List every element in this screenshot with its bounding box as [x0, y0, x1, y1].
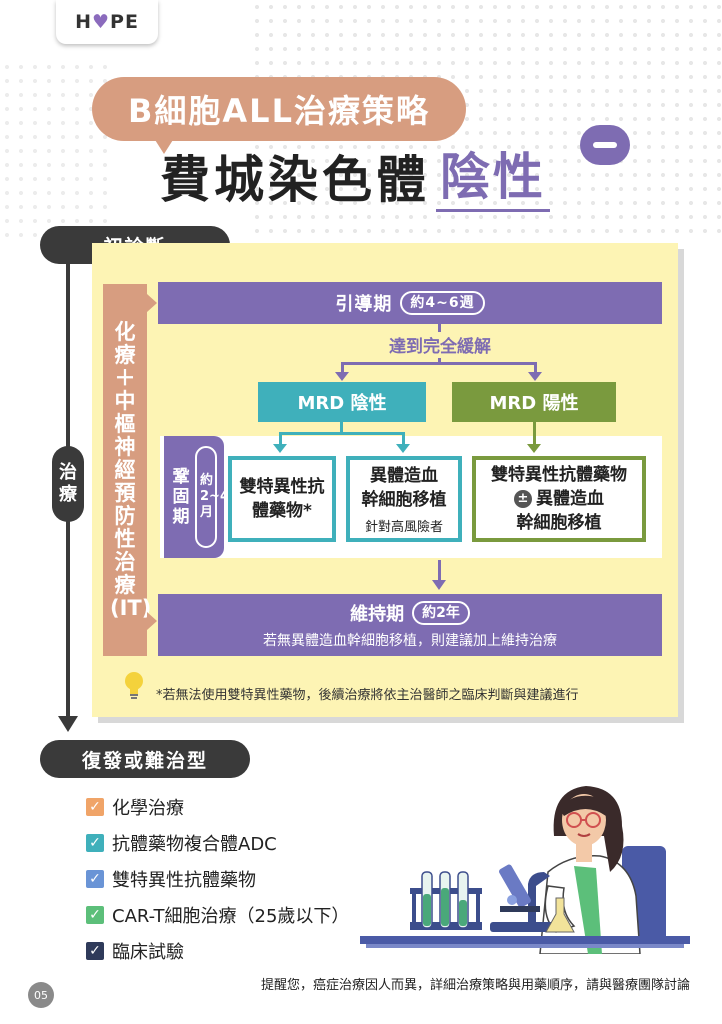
dot-pattern-decoration-left [0, 60, 110, 240]
band-notch [147, 612, 157, 630]
chemo-it-band: 化療＋中樞神經預防性治療(IT) [103, 284, 152, 656]
option-bispecific-antibody: 雙特異性抗體藥物* [228, 456, 336, 542]
arrow-down-icon [528, 372, 542, 381]
connector [341, 362, 344, 374]
chemo-it-label: 化療＋中樞神經預防性治療(IT) [110, 319, 152, 620]
mrd-positive-box: MRD 陽性 [452, 382, 616, 422]
footnote: *若無法使用雙特異性藥物，後續治療將依主治醫師之臨床判斷與建議進行 [156, 688, 579, 703]
arrow-down-icon [527, 444, 541, 453]
treatment-label: 治療 [52, 446, 84, 522]
arrow-down-icon [273, 444, 287, 453]
complete-remission-label: 達到完全緩解 [370, 332, 510, 358]
doctor-microscope-illustration [360, 786, 690, 954]
check-icon: ✓ [86, 798, 104, 816]
lightbulb-icon [125, 672, 143, 699]
title-bubble: B細胞ALL治療策略 [92, 77, 466, 141]
relapse-option: ✓ CAR-T細胞治療（25歲以下） [86, 902, 349, 928]
relapse-refractory-label: 復發或難治型 [40, 740, 250, 778]
plus-minus-icon: ± [514, 490, 532, 508]
subtitle-highlight: 陰性 [436, 137, 550, 212]
page-number: 05 [28, 982, 54, 1008]
connector [341, 362, 537, 365]
connector [279, 432, 405, 435]
relapse-option: ✓ 抗體藥物複合體ADC [86, 830, 277, 856]
connector [438, 356, 441, 364]
maintenance-duration: 約2年 [412, 601, 470, 625]
connector [279, 432, 282, 446]
connector [534, 362, 537, 374]
mrd-negative-box: MRD 陰性 [258, 382, 426, 422]
consolidation-duration: 約2~4月 [195, 446, 229, 548]
subtitle-main: 費城染色體 [160, 151, 430, 209]
connector [533, 422, 536, 446]
page-subtitle: 費城染色體 陰性 [160, 142, 550, 212]
induction-label: 引導期 [335, 294, 393, 315]
arrow-down-icon [432, 580, 446, 590]
check-icon: ✓ [86, 870, 104, 888]
band-notch [147, 294, 157, 312]
footer-reminder: 提醒您，癌症治療因人而異，詳細治療策略與用藥順序，請與醫療團隊討論 [260, 978, 690, 993]
connector [438, 324, 441, 336]
relapse-option: ✓ 臨床試驗 [86, 938, 184, 964]
check-icon: ✓ [86, 834, 104, 852]
maintenance-note: 若無異體造血幹細胞移植，則建議加上維持治療 [263, 633, 557, 649]
connector [402, 432, 405, 446]
arrow-down-icon [396, 444, 410, 453]
relapse-option: ✓ 雙特異性抗體藥物 [86, 866, 256, 892]
logo[interactable]: H♥PE [56, 0, 158, 44]
induction-phase-bar: 引導期 約4~6週 [158, 282, 662, 324]
connector [340, 422, 343, 434]
connector [438, 560, 441, 582]
check-icon: ✓ [86, 942, 104, 960]
logo-text: H♥PE [75, 11, 139, 33]
heart-icon: ♥ [91, 11, 111, 33]
minus-icon [580, 125, 630, 165]
check-icon: ✓ [86, 906, 104, 924]
maintenance-label: 維持期 [350, 604, 405, 625]
induction-duration: 約4~6週 [400, 291, 485, 315]
option-bispecific-plus-transplant: 雙特異性抗體藥物 ±異體造血 幹細胞移植 [472, 456, 646, 542]
page-title: B細胞ALL治療策略 [128, 92, 430, 130]
title-bubble-tail [150, 132, 178, 154]
timeline-arrow-icon [58, 716, 78, 732]
maintenance-phase-bar: 維持期 約2年 若無異體造血幹細胞移植，則建議加上維持治療 [158, 594, 662, 656]
option-stem-cell-transplant: 異體造血 幹細胞移植 針對高風險者 [346, 456, 462, 542]
arrow-down-icon [335, 372, 349, 381]
relapse-option: ✓ 化學治療 [86, 794, 184, 820]
